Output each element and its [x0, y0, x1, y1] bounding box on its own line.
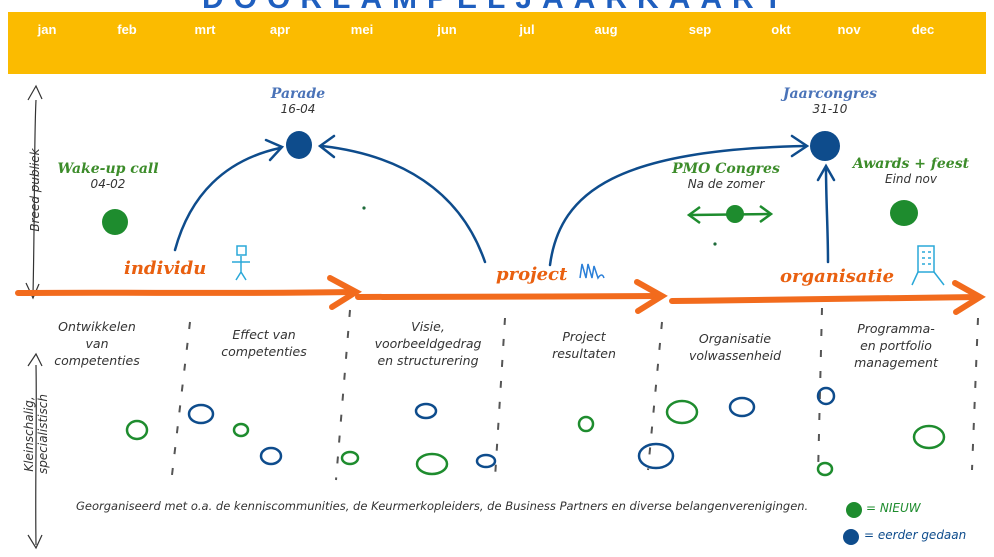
separator-4 [647, 321, 663, 471]
team-icon [579, 263, 605, 280]
parade-dot [286, 131, 312, 159]
wakeup-title: Wake-up call [57, 161, 159, 177]
pmo-title: PMO Congres [672, 161, 780, 177]
parade-title: Parade [270, 86, 326, 102]
stray-dot-1 [362, 206, 366, 210]
activity-new [912, 424, 946, 450]
separator-6 [971, 317, 979, 471]
month-label-jun: jun [437, 22, 457, 37]
separator-2 [335, 309, 351, 481]
legend-new-dot [846, 502, 862, 518]
arc-project-jaarcongres-head [790, 134, 810, 158]
awards-title: Awards + feest [852, 156, 970, 172]
arc-project-parade [320, 144, 487, 264]
month-label-okt: okt [771, 22, 791, 37]
building-icon [911, 245, 945, 286]
month-label-aug: aug [594, 22, 618, 37]
activity-new [665, 399, 699, 425]
month-label-dec: dec [911, 22, 935, 37]
jaarcongres-title: Jaarcongres [782, 86, 878, 102]
month-label-nov: nov [837, 22, 861, 37]
month-label-sep: sep [688, 22, 712, 37]
jaarcongres-date: 31-10 [812, 102, 848, 116]
activity-done [187, 403, 215, 425]
pmo-date: Na de zomer [687, 177, 765, 191]
person-icon [232, 245, 250, 281]
activity-done [728, 396, 756, 418]
wakeup-date: 04-02 [90, 177, 126, 191]
page-title-wrap: DOORLAMPELJAARKAART [0, 0, 994, 12]
activity-new [415, 452, 449, 476]
parade-event: Parade 16-04 [271, 86, 325, 116]
wakeup-event: Wake-up call 04-02 [57, 161, 158, 191]
arc-organisatie-jaarcongres-head [816, 163, 836, 182]
phase-separators [171, 307, 979, 481]
axis-top-label: Breed publiek [28, 148, 42, 232]
separator-5 [817, 307, 823, 476]
arc-project-jaarcongres [548, 144, 807, 267]
activity-new [816, 461, 834, 477]
description-5: Organisatie volwassenheid [688, 331, 782, 363]
timeline-arrow-2 [355, 279, 668, 314]
phase-organisatie: organisatie [780, 266, 895, 287]
arc-individu-parade-head [264, 138, 285, 162]
activity-new [340, 450, 360, 466]
month-label-mrt: mrt [194, 22, 216, 37]
activity-done [475, 453, 497, 469]
timeline-arrow-3 [669, 280, 986, 315]
month-label-jan: jan [37, 22, 57, 37]
description-2: Effect van competenties [221, 327, 307, 359]
activity-new [232, 422, 250, 438]
arc-organisatie-jaarcongres [824, 166, 830, 264]
legend-done-label: = eerder gedaan [864, 528, 967, 542]
vertical-axis-bottom [27, 352, 43, 550]
jaarcongres-dot [810, 131, 840, 161]
stray-dot-2 [713, 242, 717, 246]
arc-project-parade-head [317, 134, 336, 159]
month-label-apr: apr [269, 22, 291, 37]
separator-1 [171, 321, 191, 476]
awards-event: Awards + feest Eind nov [853, 156, 969, 186]
jaarcongres-event: Jaarcongres 31-10 [783, 86, 877, 116]
separator-3 [494, 317, 506, 479]
activity-done [414, 402, 438, 420]
month-bar [8, 12, 986, 74]
arc-individu-parade [173, 146, 282, 252]
wakeup-dot [102, 209, 128, 235]
awards-date: Eind nov [884, 172, 938, 186]
phase-individu: individu [124, 258, 207, 279]
axis-bottom-label: Kleinschalig, specialistisch [22, 394, 50, 474]
month-label-feb: feb [117, 22, 137, 37]
activity-done [259, 446, 283, 466]
activity-done [637, 442, 675, 470]
month-label-jul: jul [519, 22, 535, 37]
page-title: DOORLAMPELJAARKAART [202, 0, 792, 12]
month-label-mei: mei [350, 22, 374, 37]
activity-new [125, 419, 149, 441]
footnote: Georganiseerd met o.a. de kenniscommunit… [76, 499, 809, 513]
description-4: Project resultaten [552, 329, 616, 361]
parade-date: 16-04 [280, 102, 316, 116]
timeline-arrow-1 [15, 275, 362, 310]
legend-new-label: = NIEUW [866, 501, 921, 515]
legend-done-dot [843, 529, 859, 545]
pmo-dot [726, 205, 744, 223]
phase-project: project [496, 264, 568, 285]
description-3: Visie, voorbeeldgedrag en structurering [374, 319, 482, 368]
vertical-axis-top [25, 84, 43, 300]
pmo-event: PMO Congres Na de zomer [672, 161, 780, 191]
activity-done [816, 386, 836, 406]
description-1: Ontwikkelen van competenties [54, 319, 140, 368]
awards-dot [890, 200, 918, 226]
activity-new [577, 415, 595, 433]
description-6: Programma- en portfolio management [854, 321, 938, 370]
